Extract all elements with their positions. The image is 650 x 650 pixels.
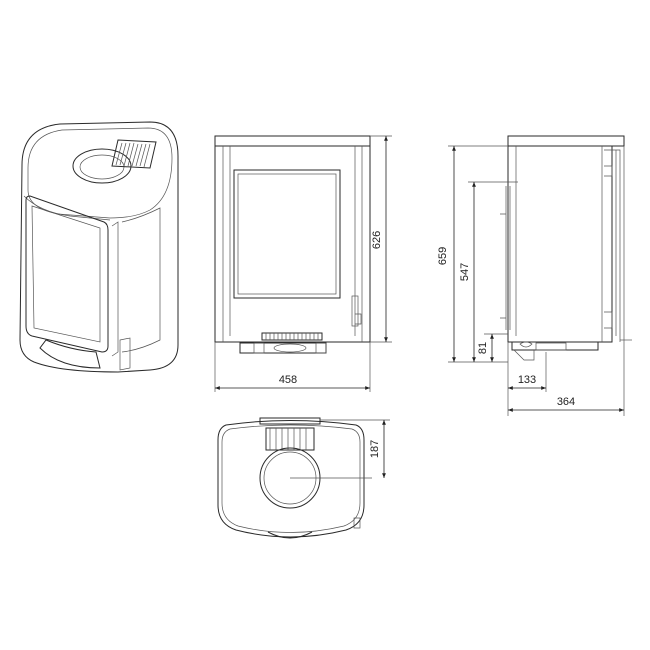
front-view: 458 626 bbox=[214, 135, 392, 392]
dim-height-total: 659 bbox=[437, 247, 449, 265]
ash-drawer bbox=[39, 339, 101, 369]
isometric-view bbox=[19, 121, 179, 373]
door-glass bbox=[233, 169, 341, 299]
dim-height-front: 626 bbox=[371, 231, 383, 249]
dim-height-base: 81 bbox=[477, 342, 489, 354]
top-view: 187 bbox=[217, 417, 390, 539]
top-vent-grille bbox=[111, 139, 157, 169]
dim-depth-top: 187 bbox=[369, 440, 381, 458]
dim-height-outlet: 547 bbox=[459, 263, 471, 281]
top-view-vent-grille bbox=[265, 427, 315, 451]
dim-width-front: 458 bbox=[279, 374, 297, 386]
dim-depth-total: 364 bbox=[557, 396, 575, 408]
dim-depth-outlet: 133 bbox=[518, 374, 536, 386]
side-view: 659 547 81 133 364 bbox=[437, 135, 632, 416]
flue-collar bbox=[72, 148, 132, 184]
